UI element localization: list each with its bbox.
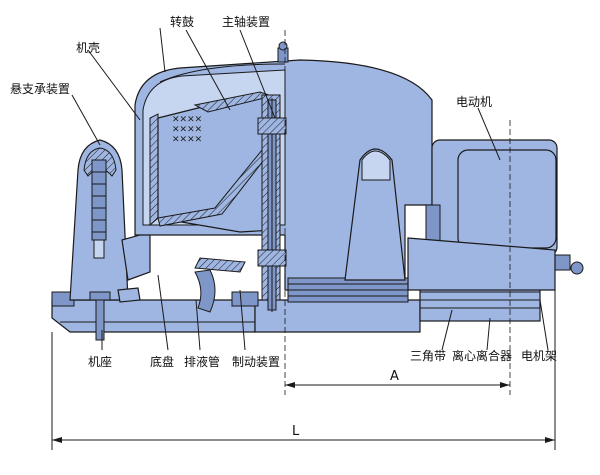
label-suspension-support: 悬支承装置 [10, 82, 70, 96]
dimension-a-label: A [390, 369, 399, 384]
label-brake: 制动装置 [232, 355, 280, 369]
label-casing: 机壳 [76, 41, 100, 55]
belt-drive [287, 277, 541, 322]
label-main-shaft: 主轴装置 [222, 14, 270, 29]
rotating-drum: ✕✕✕✕ ✕✕✕✕ ✕✕✕✕ [149, 91, 276, 313]
label-drain-pipe: 排液管 [184, 354, 220, 369]
label-base: 机座 [88, 354, 112, 369]
svg-text:✕✕✕✕: ✕✕✕✕ [172, 135, 202, 145]
dimension-l-label: L [292, 424, 300, 439]
drum-perforation-pattern: ✕✕✕✕ ✕✕✕✕ ✕✕✕✕ [172, 115, 202, 145]
leader-lines [71, 27, 549, 351]
dimension-a: A [285, 369, 510, 388]
label-motor-frame: 电机架 [521, 349, 557, 363]
label-v-belt: 三角带 [410, 349, 446, 363]
label-chassis: 底盘 [150, 354, 174, 369]
main-shaft [257, 94, 287, 312]
dimension-l: L [51, 290, 556, 450]
label-clutch: 离心离合器 [452, 348, 512, 363]
label-motor: 电动机 [456, 95, 492, 109]
motor-support-column [344, 148, 406, 281]
electric-motor [425, 139, 584, 275]
svg-text:✕✕✕✕: ✕✕✕✕ [172, 115, 202, 125]
svg-text:✕✕✕✕: ✕✕✕✕ [172, 125, 202, 135]
label-drum: 转鼓 [170, 14, 194, 29]
suspension-support [69, 139, 151, 341]
